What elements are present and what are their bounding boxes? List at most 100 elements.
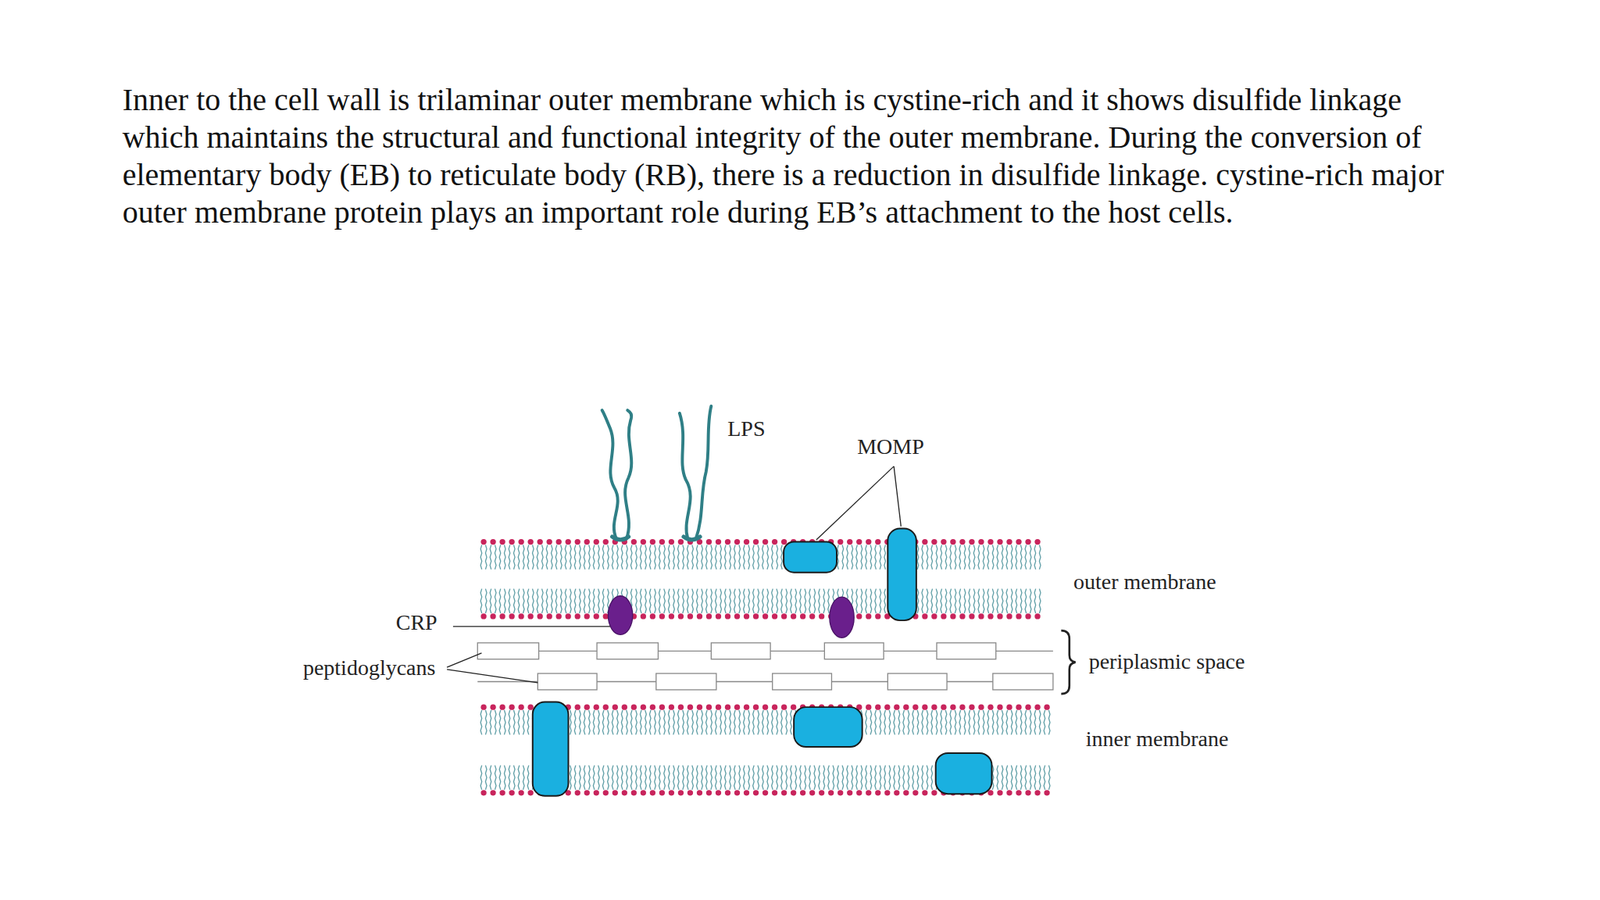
lipid [865, 703, 872, 735]
lipid-tail [973, 544, 975, 569]
lipid [771, 589, 779, 620]
lipid-tail [1015, 765, 1018, 790]
lipid-head [715, 789, 722, 796]
lipid-tail [968, 589, 971, 614]
lipid-tail [485, 765, 487, 790]
lipid-head [743, 539, 750, 545]
lipid-tail [851, 544, 854, 569]
lipid-tail [546, 589, 548, 614]
lipid [931, 703, 938, 735]
lipid-head [489, 789, 496, 796]
lipid [800, 765, 807, 797]
lipid-tail [639, 710, 642, 735]
peptidoglycan-unit [936, 642, 997, 660]
lipid-tail [809, 589, 811, 614]
lipid-tail [523, 765, 525, 790]
lipid-tail [692, 544, 694, 569]
lipid-tail [583, 710, 586, 735]
lipid-tail [917, 765, 919, 790]
lipid [658, 589, 665, 620]
lipid [743, 765, 750, 797]
lipid-tail [842, 544, 844, 569]
lipid-head [565, 613, 572, 619]
lipid-tail [1029, 765, 1032, 790]
lipid-head [528, 539, 534, 545]
lipid-tail [753, 765, 755, 790]
lipid-head [781, 613, 787, 619]
lipid-tail [574, 710, 576, 735]
lipid-tail [926, 544, 929, 569]
lipid [687, 539, 694, 570]
lipid-tail [678, 710, 680, 735]
lipid-head [650, 613, 656, 619]
lipid-head [537, 613, 543, 619]
lipid [950, 539, 957, 570]
lipid [987, 703, 994, 735]
lipid [734, 703, 741, 735]
lipid [921, 765, 929, 797]
lipid-tail [710, 589, 713, 614]
lipid-tail [645, 544, 647, 569]
paragraph-note: Inner to the cell wall is trilaminar out… [122, 81, 1486, 232]
lipid-tail [720, 544, 722, 569]
lipid-tail [875, 765, 877, 790]
lipid-tail [710, 765, 713, 790]
lipid-tail [696, 589, 699, 614]
lipid-tail [865, 544, 868, 569]
lipid-tail [781, 544, 783, 569]
lipid-tail [664, 544, 666, 569]
lipid-tail [940, 710, 943, 735]
lipid-head [556, 539, 562, 545]
lipid [837, 539, 844, 570]
lipid [508, 765, 515, 797]
lipid [667, 589, 675, 620]
lipid-tail [771, 544, 774, 569]
lipid-tail [598, 710, 600, 735]
lipid-tail [748, 710, 750, 735]
inner-membrane-protein [793, 707, 863, 747]
peptidoglycan-unit [887, 673, 947, 690]
lipid-head [781, 539, 787, 545]
lipid [583, 703, 590, 735]
lipid-tail [560, 544, 563, 569]
lipid-tail [767, 589, 769, 614]
lipid-tail [560, 589, 563, 614]
lipid-tail [1025, 589, 1027, 614]
lipid-head [725, 789, 731, 796]
lipid [592, 765, 600, 797]
lipid [499, 703, 506, 735]
lipid-head [668, 789, 675, 796]
lipid-head [762, 539, 768, 545]
lipid-head [706, 539, 712, 545]
lipid [667, 703, 675, 735]
lipid [564, 539, 572, 570]
lipid-tail [940, 589, 943, 614]
lipid-head [650, 703, 656, 710]
lipid-tail [865, 589, 868, 614]
lipid-tail [649, 765, 651, 790]
lipid-head [1034, 703, 1040, 710]
lipid-tail [598, 544, 600, 569]
lipid-tail [513, 589, 515, 614]
lipid-tail [931, 765, 933, 790]
lipid-tail [935, 589, 938, 614]
lipid-head [499, 789, 505, 796]
lipid-tail [860, 589, 863, 614]
lipid-head [931, 539, 937, 545]
lipid-tail [1001, 544, 1004, 569]
lipid-tail [762, 765, 765, 790]
lipid [687, 589, 694, 620]
lipid-tail [748, 589, 750, 614]
lipid-head [640, 789, 647, 796]
lipid-tail [753, 544, 755, 569]
lipid [875, 589, 882, 620]
lipid-tail [583, 544, 586, 569]
lipid-head [612, 789, 618, 796]
lipid-head [696, 703, 703, 710]
lipid-head [931, 789, 937, 796]
lipid-head [940, 613, 947, 619]
lipid [940, 539, 947, 570]
lipid-head [517, 703, 524, 710]
lipid [1006, 703, 1013, 735]
peptidoglycan-unit [824, 642, 884, 660]
